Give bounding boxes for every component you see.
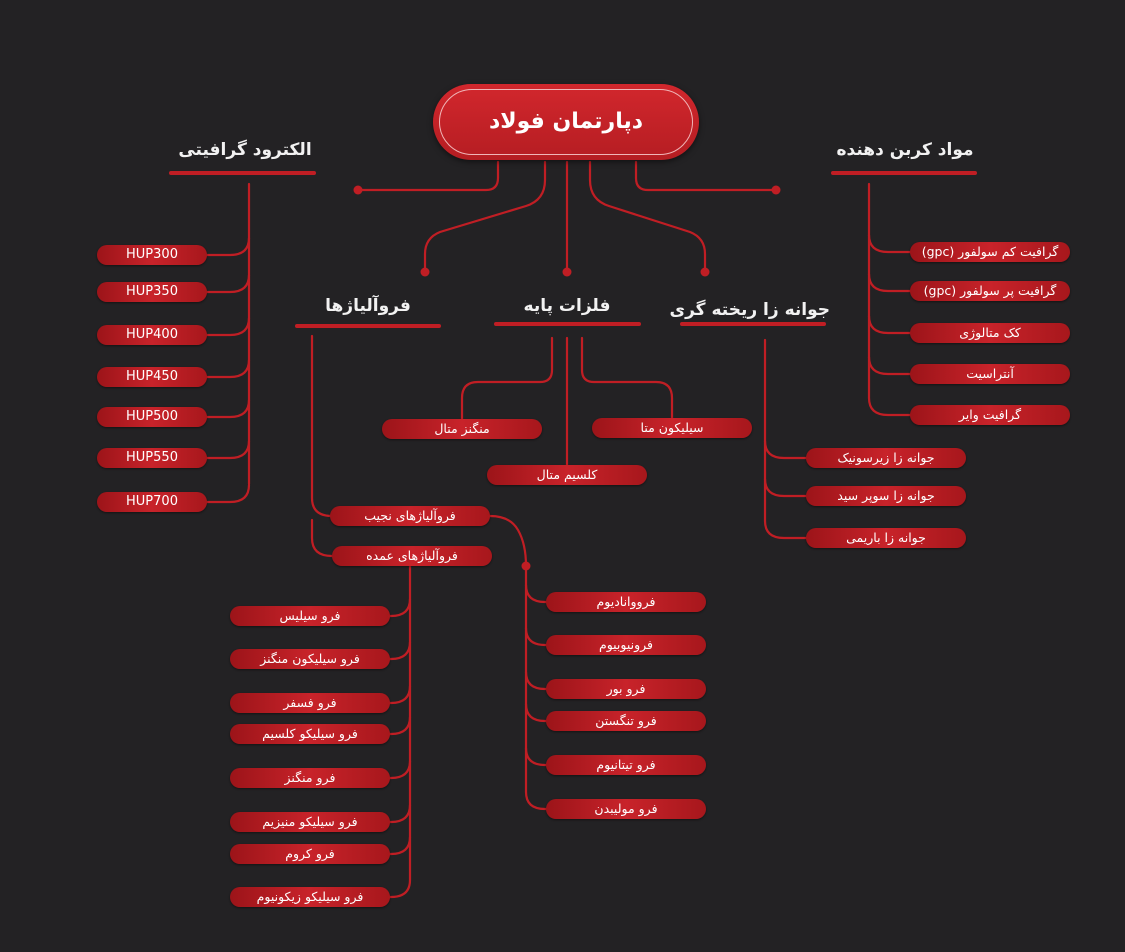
wire-noble-branches: [524, 583, 550, 811]
electrode-hup350[interactable]: HUP350: [97, 282, 207, 302]
wire-electrode-branches: [202, 236, 251, 504]
bulk-item-ferrosilicocalcium[interactable]: فرو سیلیکو کلسیم: [230, 724, 390, 744]
carbon-item-met-coke[interactable]: کک متالوژی: [910, 323, 1070, 343]
underline-carbon: [831, 171, 977, 175]
base-item-manganese-metal[interactable]: منگنز متال: [382, 419, 542, 439]
heading-carbon: مواد کربن دهنده: [836, 140, 974, 160]
wire-root-right: [634, 160, 778, 192]
ferro-noble-node[interactable]: فروآلیاژهای نجیب: [330, 506, 490, 526]
inoc-item-zircon[interactable]: جوانه زا زیرسونیک: [806, 448, 966, 468]
base-item-silicon-metal[interactable]: سیلیکون متا: [592, 418, 752, 438]
heading-base: فلزات پایه: [523, 296, 611, 316]
heading-inoc: جوانه زا ریخته گری: [669, 300, 830, 320]
carbon-item-anthracite[interactable]: آنتراسیت: [910, 364, 1070, 384]
noble-item-ferromolybdenum[interactable]: فرو مولیبدن: [546, 799, 706, 819]
inoc-item-superseed[interactable]: جوانه زا سوپر سید: [806, 486, 966, 506]
root-title: دپارتمان فولاد: [488, 109, 644, 134]
electrode-hup400[interactable]: HUP400: [97, 325, 207, 345]
noble-item-ferrotungsten[interactable]: فرو تنگستن: [546, 711, 706, 731]
wire-dot: [420, 267, 430, 277]
wire-carbon-branches: [867, 233, 914, 417]
carbon-item-low-sulfur-graphite[interactable]: گرافیت کم سولفور (gpc): [910, 242, 1070, 262]
wire-root-ferro: [423, 160, 547, 274]
heading-ferro: فروآلیاژها: [325, 296, 411, 316]
heading-electrodes: الکترود گرافیتی: [178, 140, 312, 160]
wire-root-left: [356, 160, 500, 192]
wire-base-right: [580, 336, 674, 422]
inoc-item-barium[interactable]: جوانه زا باریمی: [806, 528, 966, 548]
wire-dot: [353, 185, 363, 195]
underline-electrodes: [169, 171, 316, 175]
noble-item-ferroniobium[interactable]: فرونیوبیوم: [546, 635, 706, 655]
bulk-item-ferrochrome[interactable]: فرو کروم: [230, 844, 390, 864]
ferro-bulk-node[interactable]: فروآلیاژهای عمده: [332, 546, 492, 566]
wire-dot: [771, 185, 781, 195]
wire-dot: [700, 267, 710, 277]
electrode-hup550[interactable]: HUP550: [97, 448, 207, 468]
underline-inoc: [680, 322, 826, 326]
underline-ferro: [295, 324, 441, 328]
electrode-hup500[interactable]: HUP500: [97, 407, 207, 427]
base-item-calcium-metal[interactable]: کلسیم متال: [487, 465, 647, 485]
wire-inoc-branches: [763, 439, 810, 540]
carbon-item-graphite-wire[interactable]: گرافیت وایر: [910, 405, 1070, 425]
wire-ferro-bulk: [310, 518, 334, 558]
wire-dot: [562, 267, 572, 277]
electrode-hup300[interactable]: HUP300: [97, 245, 207, 265]
carbon-item-high-sulfur-graphite[interactable]: گرافیت پر سولفور (gpc): [910, 281, 1070, 301]
noble-item-ferrovanadium[interactable]: فرووانادیوم: [546, 592, 706, 612]
bulk-item-ferrophosphorus[interactable]: فرو فسفر: [230, 693, 390, 713]
wire-bulk-branches: [386, 597, 412, 899]
bulk-item-ferrosilicomagnesium[interactable]: فرو سیلیکو منیزیم: [230, 812, 390, 832]
root-node[interactable]: دپارتمان فولاد: [433, 84, 699, 160]
bulk-item-ferromanganese[interactable]: فرو منگنز: [230, 768, 390, 788]
wire-root-inoc: [588, 160, 707, 274]
bulk-item-ferrosilicozirconium[interactable]: فرو سیلیکو زیکونیوم: [230, 887, 390, 907]
noble-item-ferrotitanium[interactable]: فرو تیتانیوم: [546, 755, 706, 775]
noble-item-ferroboron[interactable]: فرو بور: [546, 679, 706, 699]
root-node-inner-border: [439, 89, 693, 155]
bulk-item-ferrosilicomanganese[interactable]: فرو سیلیکون منگنز: [230, 649, 390, 669]
electrode-hup700[interactable]: HUP700: [97, 492, 207, 512]
wire-ferro-trunk: [310, 334, 334, 518]
electrode-hup450[interactable]: HUP450: [97, 367, 207, 387]
underline-base: [494, 322, 641, 326]
wire-base-left: [460, 336, 554, 422]
bulk-item-ferrosilicon[interactable]: فرو سیلیس: [230, 606, 390, 626]
wire-noble-link: [488, 514, 528, 568]
